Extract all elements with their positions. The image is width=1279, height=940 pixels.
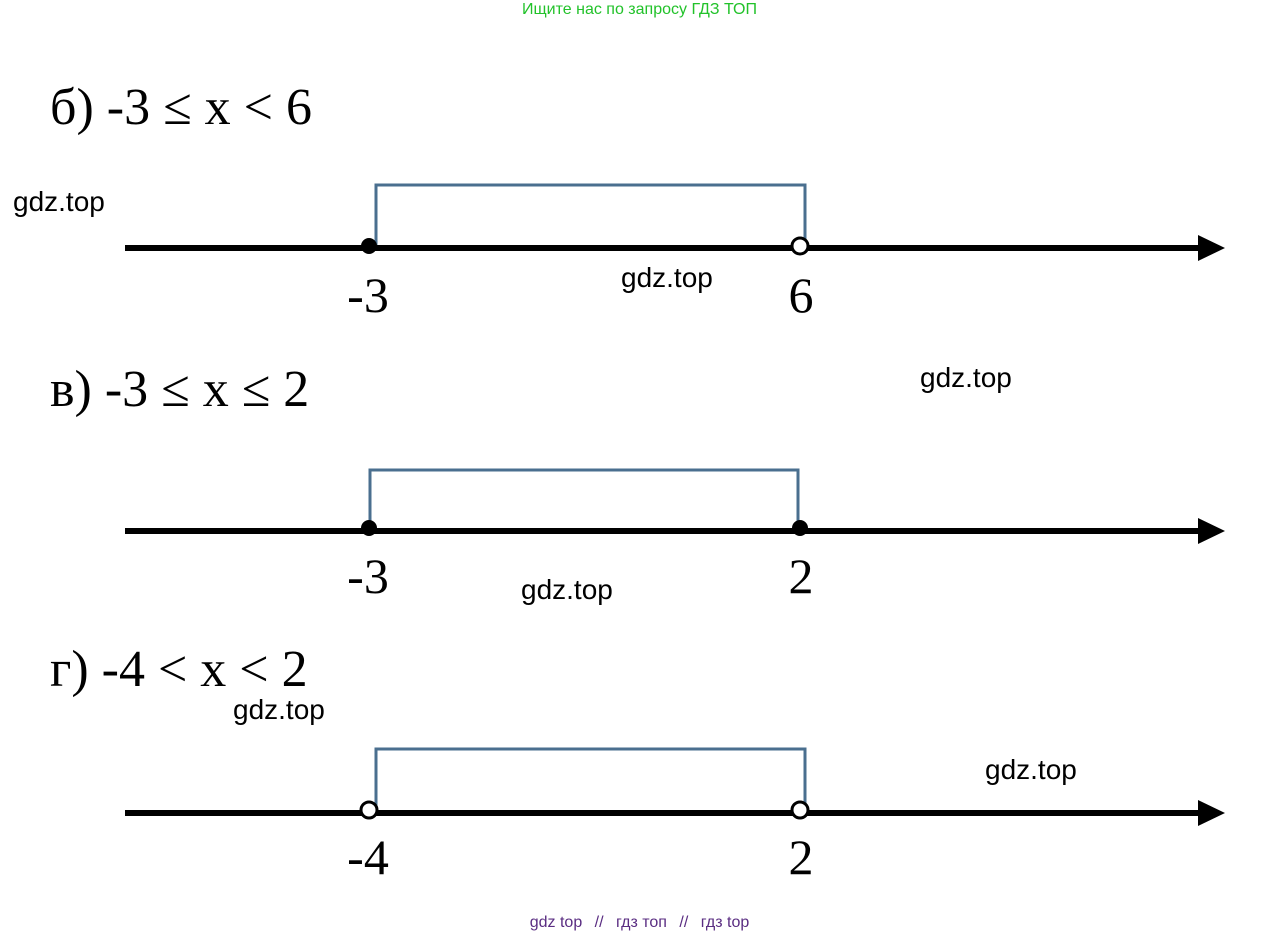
axis-arrow-icon [1198, 235, 1225, 261]
open-point-left [359, 800, 379, 820]
problem-v-label: в) -3 ≤ x ≤ 2 [50, 361, 310, 418]
watermark: gdz.top [985, 754, 1077, 785]
interval-bracket [368, 468, 800, 525]
tick-label-right: 2 [788, 548, 814, 604]
tick-label-left: -3 [347, 267, 389, 323]
number-line-v [125, 468, 1225, 544]
watermark: gdz.top [521, 574, 613, 605]
watermark: gdz.top [920, 362, 1012, 393]
closed-point-right [792, 520, 808, 536]
footer-link-3[interactable]: гдз top [700, 914, 750, 931]
footer-separator: // [594, 914, 604, 931]
number-line-g [125, 747, 1225, 826]
open-point-right [790, 800, 810, 820]
footer: gdz top // гдз топ // гдз top [0, 914, 1279, 932]
watermark: gdz.top [621, 262, 713, 293]
closed-point-left [361, 238, 377, 254]
axis-arrow-icon [1198, 518, 1225, 544]
closed-point-left [361, 520, 377, 536]
number-line-b [125, 183, 1225, 261]
axis-arrow-icon [1198, 800, 1225, 826]
watermark: gdz.top [233, 694, 325, 725]
open-point-right [790, 236, 810, 256]
interval-bracket [374, 747, 807, 810]
footer-link-2[interactable]: гдз топ [616, 914, 667, 931]
problem-g-label: г) -4 < x < 2 [50, 641, 308, 698]
tick-label-right: 2 [788, 829, 814, 885]
interval-bracket [374, 183, 807, 245]
footer-link-1[interactable]: gdz top [529, 914, 583, 931]
tick-label-left: -3 [347, 548, 389, 604]
footer-separator: // [679, 914, 689, 931]
watermark: gdz.top [13, 186, 105, 217]
problem-b-label: б) -3 ≤ x < 6 [50, 79, 312, 136]
top-banner: Ищите нас по запросу ГДЗ ТОП [522, 1, 757, 18]
tick-label-right: 6 [788, 267, 814, 323]
tick-label-left: -4 [347, 829, 389, 885]
